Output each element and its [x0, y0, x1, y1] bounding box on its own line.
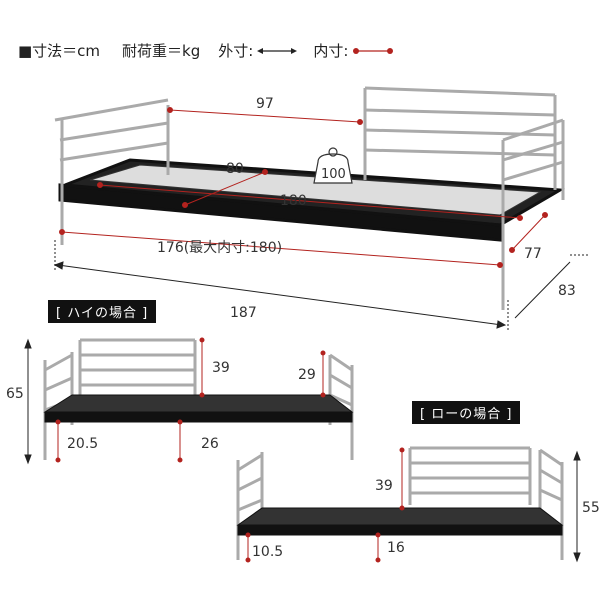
load-capacity: 100 — [321, 167, 346, 182]
low-dim-39: 39 — [375, 478, 393, 494]
high-dim-20-5: 20.5 — [67, 436, 98, 452]
legend-inner: 内寸: — [313, 42, 349, 60]
weight-icon — [313, 147, 353, 184]
high-dim-65: 65 — [6, 386, 24, 402]
dim-97: 97 — [256, 96, 274, 112]
high-outer-line — [24, 338, 32, 465]
high-label: [ ハイの場合 ] — [48, 300, 157, 323]
top-bed — [54, 86, 565, 310]
low-dim-55: 55 — [582, 500, 600, 516]
high-dim-39: 39 — [212, 360, 230, 376]
low-dim-16: 16 — [387, 540, 405, 556]
low-bed — [236, 446, 564, 560]
dim-176: 176(最大内寸:180) — [157, 240, 282, 256]
high-bed — [43, 338, 354, 460]
high-inner-lines — [55, 337, 326, 463]
legend-load: 耐荷重＝kg — [122, 42, 201, 60]
legend-unit: ■寸法＝cm — [18, 42, 101, 60]
low-outer-line — [573, 450, 581, 563]
inner-line-icon — [353, 47, 394, 54]
dim-187: 187 — [230, 305, 257, 321]
low-label: [ ローの場合 ] — [412, 401, 521, 424]
outer-arrow-icon — [257, 47, 298, 54]
low-inner-lines — [245, 447, 405, 563]
high-dim-26: 26 — [201, 436, 219, 452]
dim-80: 80 — [226, 161, 244, 177]
dim-77: 77 — [524, 246, 542, 262]
legend-outer: 外寸: — [218, 42, 254, 60]
outer-dimension-lines — [53, 240, 590, 330]
inner-dimension-lines — [59, 107, 548, 268]
legend: ■寸法＝cm 耐荷重＝kg 外寸: 内寸: — [18, 40, 394, 61]
low-dim-10-5: 10.5 — [252, 544, 283, 560]
dim-83: 83 — [558, 283, 576, 299]
high-dim-29: 29 — [298, 367, 316, 383]
dim-180: 180 — [280, 193, 307, 209]
